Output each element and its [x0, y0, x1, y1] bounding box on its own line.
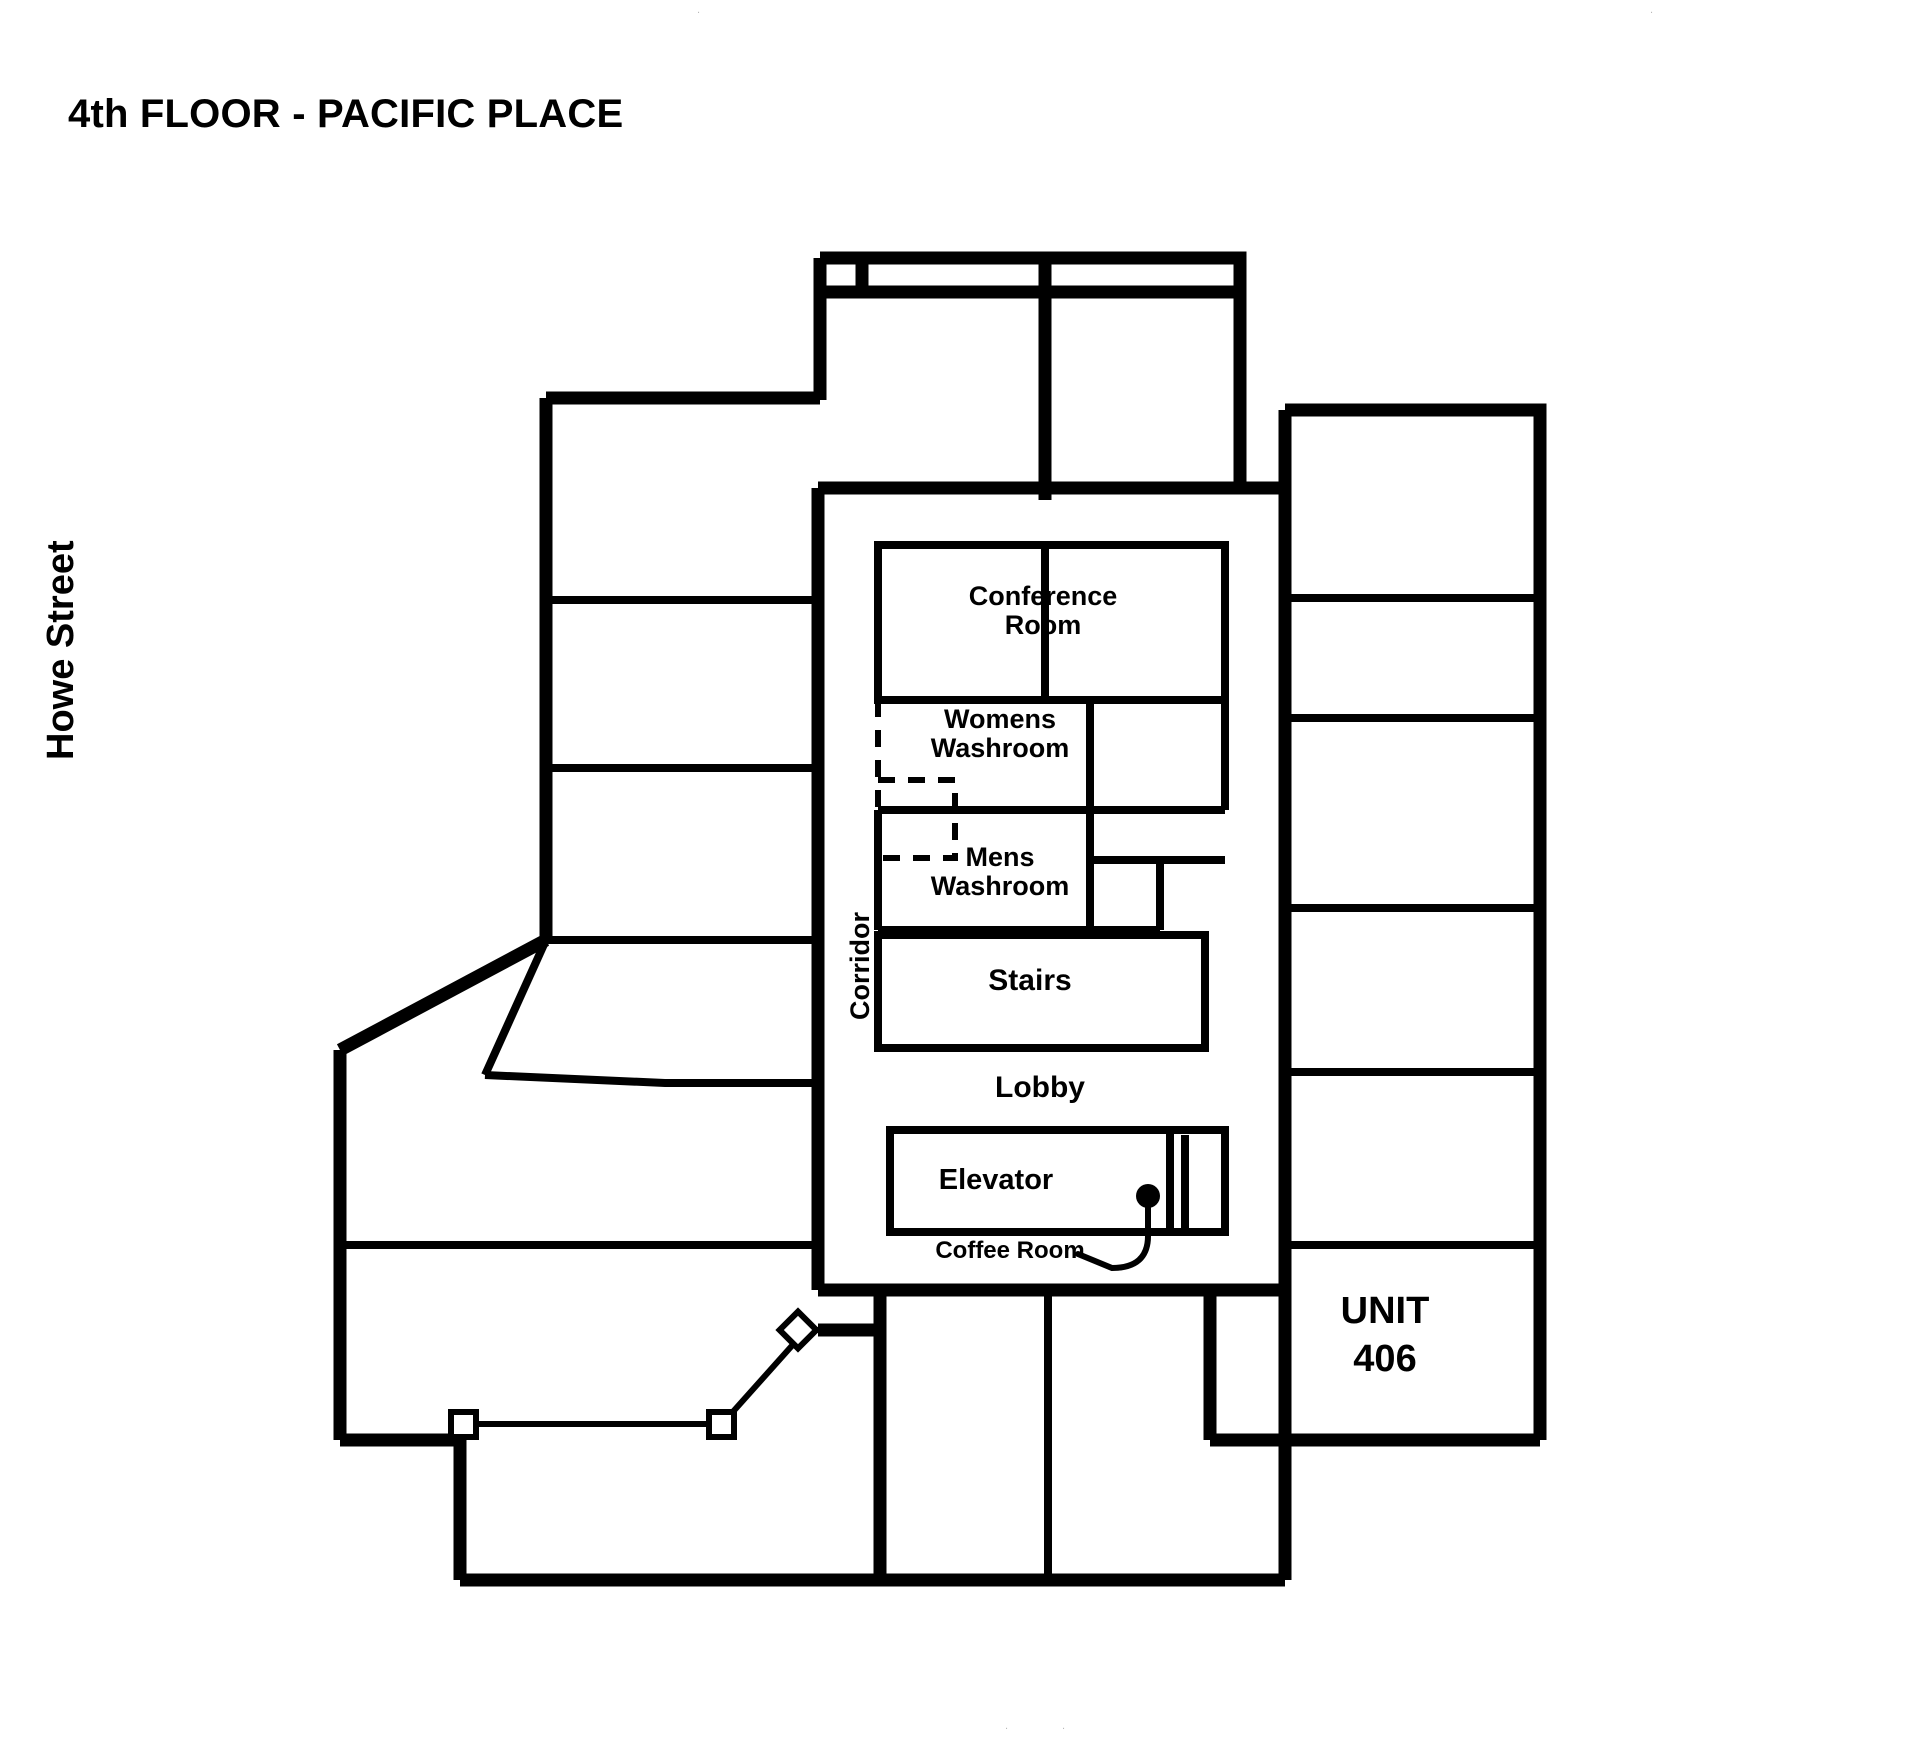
- room-label-coffee-room: Coffee Room: [935, 1237, 1085, 1264]
- unit-label: UNIT 406: [1275, 1288, 1495, 1383]
- womens-washroom-east-extension: [1090, 696, 1229, 810]
- womens-label-line1: Womens: [943, 704, 1057, 734]
- page-title: 4th FLOOR - PACIFIC PLACE: [68, 92, 624, 136]
- west-angled-inner-divider: [484, 1071, 818, 1087]
- mens-label-line1: Mens: [965, 842, 1035, 872]
- coffee-room-block: [1170, 1126, 1229, 1236]
- unit-label-number: 406: [1353, 1337, 1417, 1380]
- stairs-block: [874, 931, 1209, 1052]
- washroom-vestibule-dashed-inner: [878, 777, 958, 861]
- unit-label-prefix: UNIT: [1340, 1290, 1430, 1332]
- room-label-stairs: Stairs: [988, 964, 1072, 997]
- conference-label-line2: Room: [1004, 609, 1082, 640]
- west-angled-wall-upper: [336, 934, 550, 1056]
- page-tick-top-left: .: [697, 4, 701, 16]
- room-label-mens-washroom: Mens Washroom: [895, 843, 1105, 900]
- north-wing-top-wall: [813, 258, 1247, 492]
- west-wing-unit-dividers: [340, 596, 818, 1249]
- mens-label-line2: Washroom: [930, 870, 1070, 901]
- page-tick-top-right: .: [1650, 4, 1654, 16]
- room-label-conference-room: Conference Room: [948, 582, 1138, 639]
- east-wing-unit-dividers: [1285, 594, 1540, 1249]
- building-outline: [333, 251, 1547, 1587]
- east-wing-outer-wall: [1285, 403, 1547, 1440]
- column-marker-diamond: [775, 1307, 821, 1353]
- west-angled-inner-riser: [481, 938, 550, 1077]
- womens-label-line2: Washroom: [930, 732, 1070, 763]
- room-label-corridor: Corridor: [845, 912, 875, 1020]
- core-interior-rooms: [874, 541, 1229, 1272]
- womens-washroom-block: [878, 696, 1094, 814]
- page-tick-bottom-right: .: [1062, 1720, 1066, 1732]
- room-label-elevator: Elevator: [938, 1164, 1054, 1196]
- column-marker-middle: [706, 1409, 737, 1440]
- room-label-womens-washroom: Womens Washroom: [895, 705, 1105, 762]
- southwest-thin-wall-with-columns: [448, 1307, 880, 1440]
- room-label-lobby: Lobby: [995, 1071, 1085, 1104]
- column-marker-left: [448, 1409, 479, 1440]
- conference-label-line1: Conference: [968, 581, 1118, 611]
- page-tick-bottom-left: .: [1005, 1720, 1009, 1732]
- coffee-room-leader-line: [1075, 1193, 1151, 1272]
